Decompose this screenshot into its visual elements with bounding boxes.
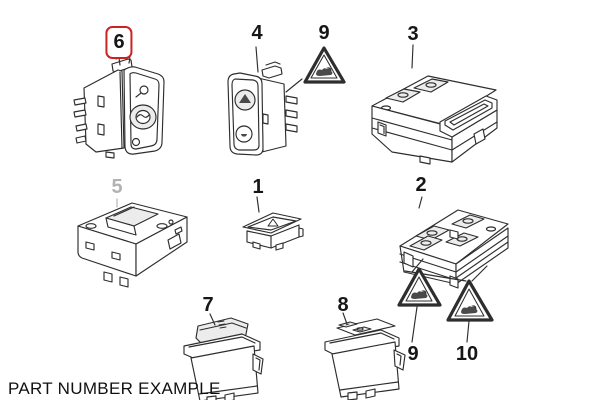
part-7-drawing <box>183 317 264 400</box>
part-number-label-7[interactable]: 7 <box>202 294 214 316</box>
diagram-caption: PART NUMBER EXAMPLE <box>8 379 221 398</box>
part-8-drawing <box>324 318 406 400</box>
part-number-label-10[interactable]: 10 <box>455 343 479 365</box>
warning-triangle-icon-9-top <box>303 46 346 84</box>
part-number-label-9-top[interactable]: 9 <box>318 22 330 44</box>
part-4-drawing <box>227 61 298 156</box>
part-number-label-5[interactable]: 5 <box>111 176 123 198</box>
part-number-label-1[interactable]: 1 <box>252 176 264 198</box>
part-number-label-3[interactable]: 3 <box>407 23 419 45</box>
warning-triangle-icon-9-bottom <box>397 267 442 307</box>
part-number-label-8[interactable]: 8 <box>337 294 349 316</box>
part-number-label-4[interactable]: 4 <box>251 22 263 44</box>
part-number-label-2[interactable]: 2 <box>415 174 427 196</box>
part-5-drawing <box>77 202 188 288</box>
part-2-drawing <box>399 209 509 289</box>
part-3-drawing <box>371 75 498 165</box>
part-number-label-6-highlighted[interactable]: 6 <box>105 26 133 59</box>
part-1-drawing <box>242 212 304 251</box>
part-6-drawing <box>73 55 165 159</box>
part-number-label-9-bottom[interactable]: 9 <box>407 343 419 365</box>
warning-triangle-icon-10 <box>446 279 494 322</box>
